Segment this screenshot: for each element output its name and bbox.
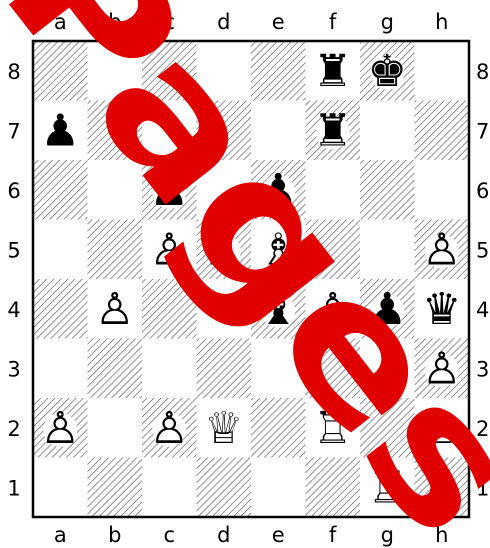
square-d1[interactable]	[197, 458, 252, 518]
white-pawn-icon[interactable]: ♙	[150, 403, 189, 454]
rank-label-4: 4	[476, 298, 489, 322]
file-label-a: a	[54, 523, 67, 547]
rank-label-3: 3	[7, 357, 20, 381]
white-pawn-icon[interactable]: ♙	[422, 224, 461, 275]
file-label-e: e	[272, 523, 285, 547]
square-a1[interactable]	[33, 458, 88, 518]
square-h6[interactable]	[415, 160, 470, 220]
square-h8[interactable]	[415, 41, 470, 101]
rank-label-8: 8	[476, 60, 489, 84]
square-a3[interactable]	[33, 339, 88, 399]
rank-label-7: 7	[7, 119, 20, 143]
file-label-d: d	[217, 523, 230, 547]
file-label-h: h	[435, 10, 448, 34]
square-a4[interactable]	[33, 279, 88, 339]
white-pawn-icon[interactable]: ♙	[95, 284, 134, 335]
file-label-e: e	[272, 10, 285, 34]
rank-label-5: 5	[476, 238, 489, 262]
square-e1[interactable]	[251, 458, 306, 518]
rank-label-6: 6	[7, 179, 20, 203]
rank-label-1: 1	[7, 476, 20, 500]
file-label-f: f	[329, 10, 337, 34]
file-label-c: c	[163, 523, 175, 547]
square-b3[interactable]	[88, 339, 143, 399]
rank-label-2: 2	[7, 417, 20, 441]
rank-label-4: 4	[7, 298, 20, 322]
white-pawn-icon[interactable]: ♙	[41, 403, 80, 454]
square-h7[interactable]	[415, 101, 470, 161]
square-g7[interactable]	[360, 101, 415, 161]
square-c3[interactable]	[142, 339, 197, 399]
file-label-b: b	[108, 523, 121, 547]
square-b2[interactable]	[88, 398, 143, 458]
rank-label-5: 5	[7, 238, 20, 262]
square-b1[interactable]	[88, 458, 143, 518]
rank-label-7: 7	[476, 119, 489, 143]
black-rook-icon[interactable]: ♜	[313, 46, 352, 97]
file-label-f: f	[329, 523, 337, 547]
black-king-icon[interactable]: ♚	[368, 46, 407, 97]
white-queen-icon[interactable]: ♕	[204, 403, 243, 454]
square-a5[interactable]	[33, 220, 88, 280]
square-c1[interactable]	[142, 458, 197, 518]
file-label-g: g	[381, 10, 394, 34]
square-a6[interactable]	[33, 160, 88, 220]
rank-label-6: 6	[476, 179, 489, 203]
